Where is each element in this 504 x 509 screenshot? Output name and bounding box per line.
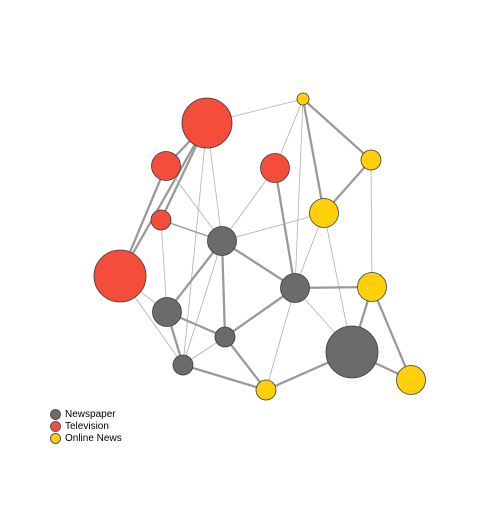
- node-tv_left_upper: [151, 151, 181, 181]
- node-on_bottom: [255, 379, 277, 401]
- edge-tv_center-news_right: [273, 167, 297, 289]
- node-news_bottom: [172, 354, 194, 376]
- node-news_center: [207, 226, 237, 256]
- node-news_big: [325, 325, 379, 379]
- edge-tv_left_upper-news_center: [165, 165, 223, 242]
- edge-on_right-on_far_right: [370, 286, 413, 381]
- edge-news_mid_low-on_bottom: [224, 336, 267, 391]
- edge-on_tiny_top-on_mid: [301, 98, 326, 214]
- newspaper-swatch-icon: [50, 408, 61, 420]
- edge-news_bottom-on_bottom: [182, 363, 267, 392]
- edge-on_mid-news_center: [221, 212, 325, 242]
- node-on_far_right: [396, 365, 426, 395]
- node-news_mid_low: [214, 326, 236, 348]
- edge-news_center-news_left: [166, 240, 223, 313]
- legend-label-newspaper: Newspaper: [65, 408, 116, 420]
- node-on_tiny_top: [296, 92, 310, 106]
- node-tv_center: [260, 153, 290, 183]
- edge-news_center-news_mid_low: [220, 240, 227, 338]
- node-news_right: [280, 273, 310, 303]
- node-tv_small: [150, 209, 172, 231]
- legend-label-television: Television: [65, 420, 109, 432]
- edge-tv_big_top-tv_big_left: [119, 122, 208, 277]
- node-on_right: [357, 272, 387, 302]
- legend: Newspaper Television Online News: [50, 408, 122, 444]
- node-news_left: [152, 297, 182, 327]
- legend-item-online-news: Online News: [50, 432, 122, 444]
- edge-news_right-on_bottom: [265, 287, 296, 391]
- edge-on_right_upper-on_right: [370, 159, 373, 288]
- edge-tv_center-news_center: [221, 167, 276, 242]
- nodes-layer: [93, 92, 426, 401]
- edge-news_center-news_bottom: [182, 240, 223, 366]
- online-news-swatch-icon: [50, 432, 61, 444]
- node-on_right_upper: [360, 149, 382, 171]
- node-tv_big_top: [181, 97, 233, 149]
- edge-on_tiny_top-news_right: [294, 98, 304, 289]
- edge-tv_small-news_left: [160, 219, 168, 313]
- legend-item-television: Television: [50, 420, 122, 432]
- television-swatch-icon: [50, 420, 61, 432]
- legend-label-online-news: Online News: [65, 432, 122, 444]
- edge-on_tiny_top-on_right_upper: [302, 98, 372, 161]
- legend-item-newspaper: Newspaper: [50, 408, 122, 420]
- node-tv_big_left: [93, 249, 147, 303]
- edge-tv_big_top-news_bottom: [182, 122, 208, 366]
- node-on_mid: [309, 198, 339, 228]
